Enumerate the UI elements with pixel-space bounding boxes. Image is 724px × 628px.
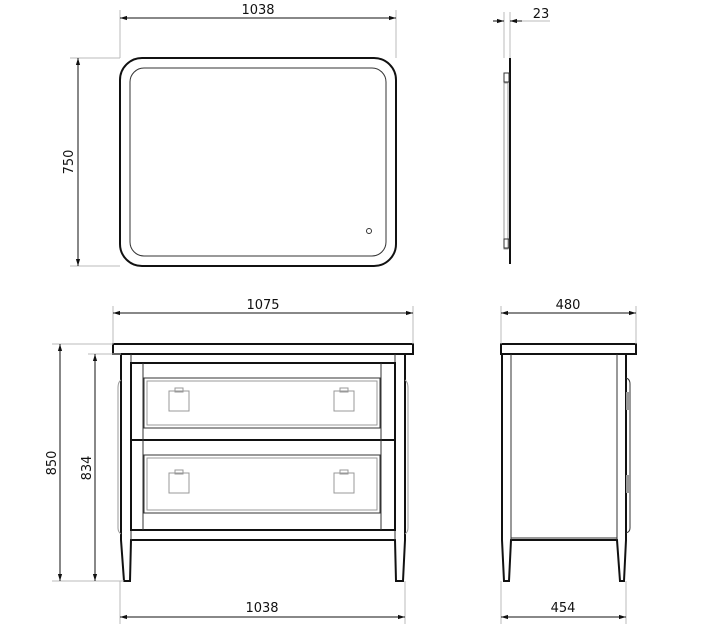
touch-sensor-icon	[366, 228, 372, 234]
cabinet-top-depth-label: 480	[556, 298, 581, 313]
drawer-top	[143, 377, 381, 429]
drawer-handles	[168, 387, 355, 494]
drawer-bottom	[143, 454, 381, 514]
cabinet-top-width-label: 1075	[246, 298, 279, 313]
mirror-front-view: 1038 750	[62, 3, 397, 267]
mirror-side-view: 23	[493, 7, 550, 264]
mirror-width-label: 1038	[241, 3, 274, 18]
cabinet-front-view: 1075 1038 850 834	[45, 298, 414, 624]
mirror-depth-label: 23	[533, 7, 550, 22]
mirror-height-label: 750	[62, 150, 77, 175]
cabinet-side-view: 480 454	[500, 298, 637, 624]
cabinet-total-height-label: 850	[45, 451, 60, 476]
cabinet-body-depth-label: 454	[551, 601, 576, 616]
cabinet-body-width-label: 1038	[245, 601, 278, 616]
cabinet-body-height-label: 834	[80, 456, 95, 481]
